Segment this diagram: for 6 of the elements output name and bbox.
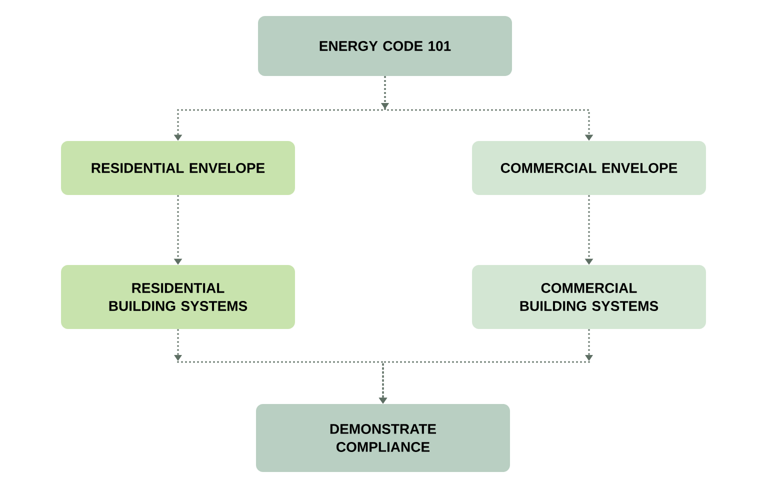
process-box: COMMERCIAL BUILDING SYSTEMS — [472, 265, 706, 329]
process-box: RESIDENTIAL ENVELOPE — [61, 141, 295, 195]
process-box: DEMONSTRATE COMPLIANCE — [256, 404, 510, 472]
process-box: ENERGY CODE 101 — [258, 16, 512, 76]
process-box: COMMERCIAL ENVELOPE — [472, 141, 706, 195]
process-box: RESIDENTIAL BUILDING SYSTEMS — [61, 265, 295, 329]
